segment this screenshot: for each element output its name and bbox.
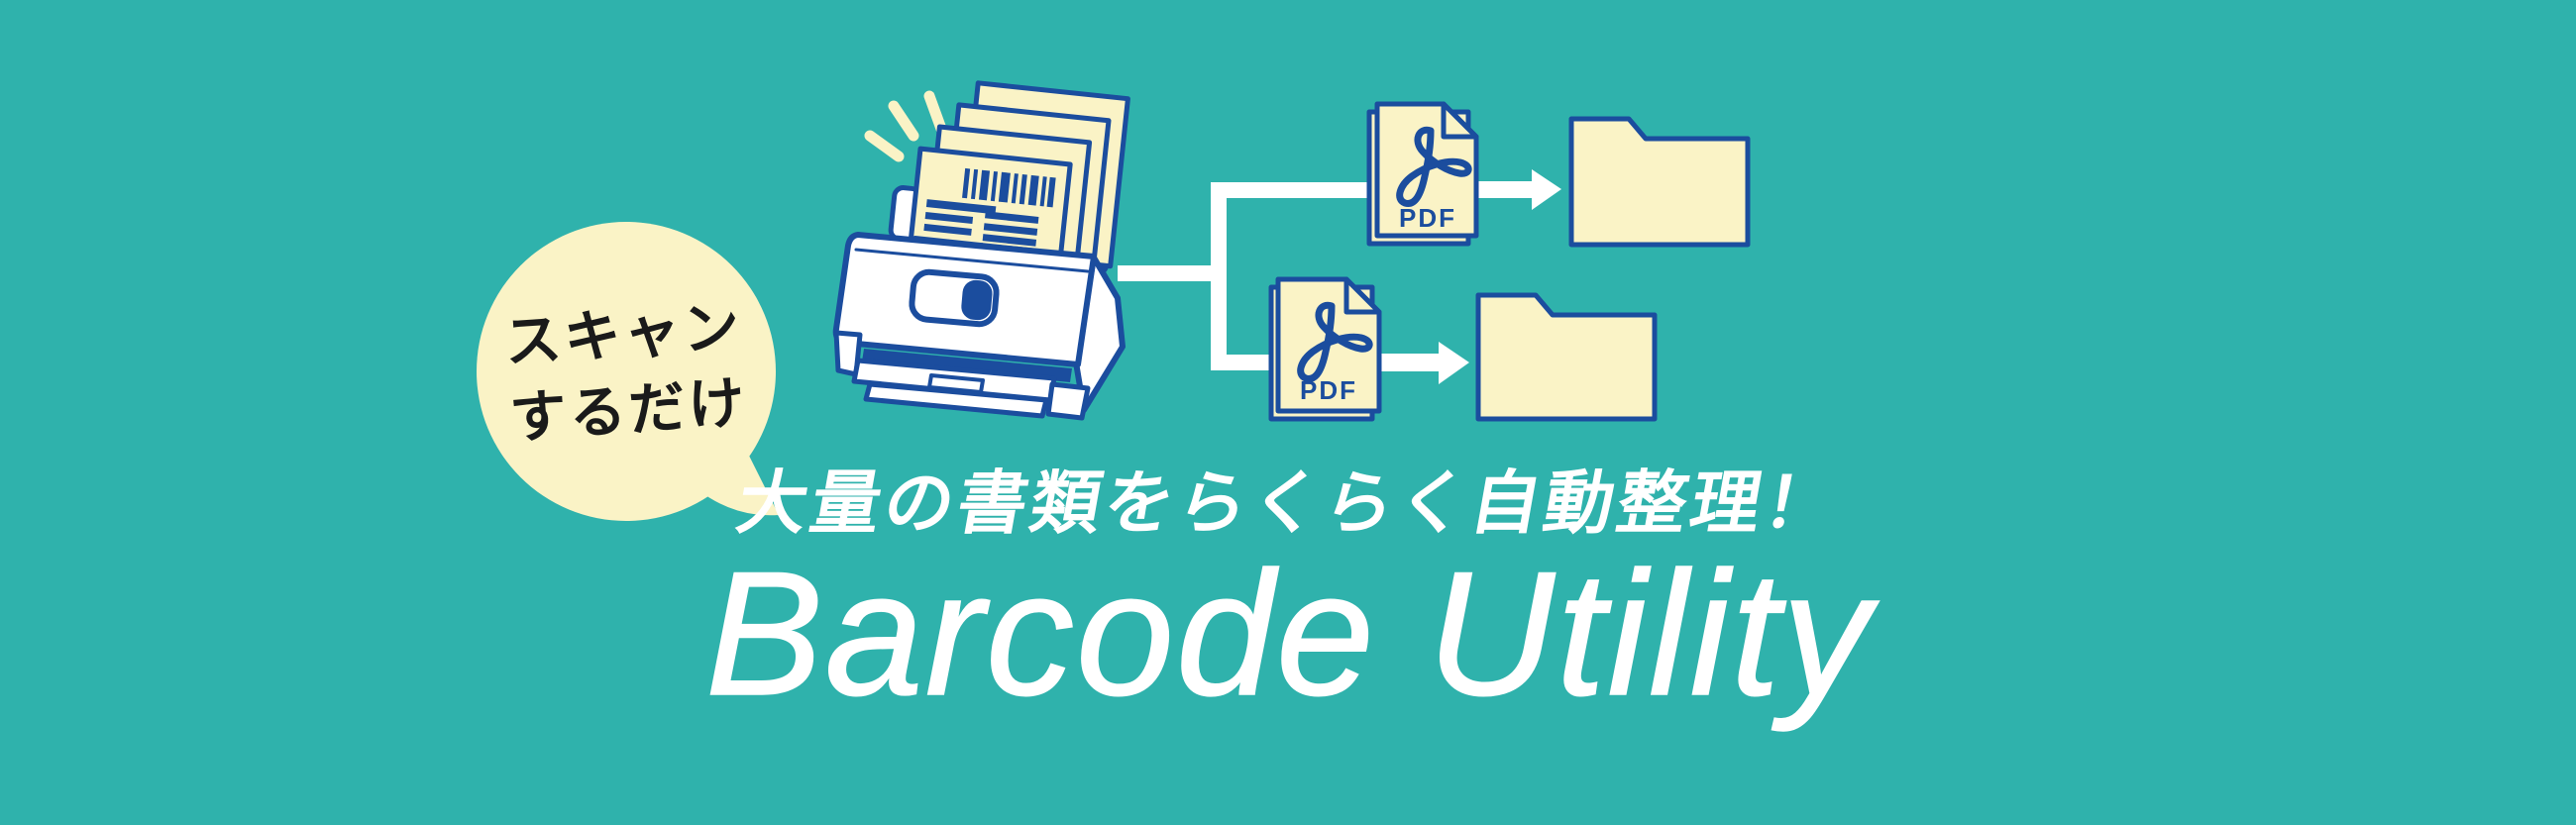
headline: 大量の書類をらくらく自動整理！ — [731, 464, 1845, 542]
speech-bubble-body — [477, 222, 776, 521]
product-name: Barcode Utility — [704, 535, 1873, 732]
folder-icon-top — [1568, 116, 1751, 248]
connector-lines-icon — [1118, 182, 1377, 370]
acrobat-logo-icon — [1396, 126, 1472, 207]
folder-icon-bottom — [1475, 292, 1658, 422]
barcode-icon — [962, 167, 1056, 208]
scanner-illustration — [832, 80, 1130, 421]
speech-bubble-text: スキャン するだけ — [478, 287, 775, 460]
scanner-lid-seam — [854, 248, 1090, 273]
pdf-corner-fold — [1343, 276, 1382, 315]
acrobat-logo-icon — [1297, 301, 1373, 382]
speech-bubble — [477, 222, 779, 521]
pdf-file-icon-bottom: PDF — [1268, 276, 1382, 422]
output-tray-extension — [863, 381, 1049, 419]
arrow-right-icon-bottom — [1381, 342, 1469, 384]
document-text-lines — [923, 199, 1039, 247]
scanner-right-foot — [1045, 381, 1091, 421]
output-tray-tab — [927, 373, 985, 394]
pdf-corner-fold — [1441, 101, 1479, 140]
sparkles-icon — [864, 90, 947, 162]
scanner-body — [832, 232, 1126, 421]
pdf-label: PDF — [1300, 375, 1357, 405]
sparkle-stroke — [888, 100, 919, 142]
pdf-file-icon-top: PDF — [1366, 101, 1479, 247]
scanner-button — [909, 268, 1000, 328]
pdf-label: PDF — [1399, 203, 1456, 233]
sparkle-stroke — [864, 130, 905, 162]
sparkle-stroke — [923, 90, 947, 135]
arrow-right-icon-top — [1476, 169, 1561, 210]
